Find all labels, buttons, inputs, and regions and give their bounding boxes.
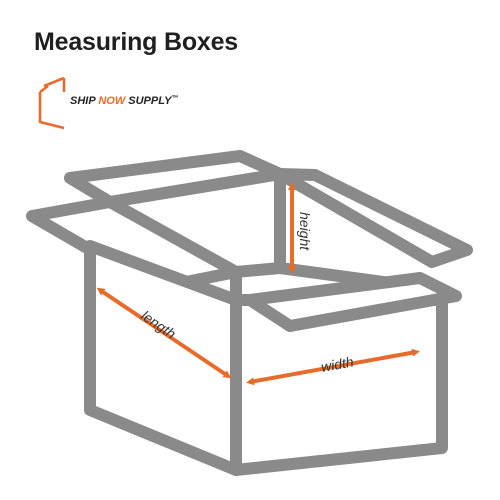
page-title: Measuring Boxes xyxy=(34,28,239,56)
inner-back-edge xyxy=(109,168,286,268)
face-front-right xyxy=(230,294,448,476)
width-label: width xyxy=(320,353,355,374)
logo-word-now: NOW xyxy=(98,95,126,107)
box-outline xyxy=(26,150,473,476)
inner-floor-edge xyxy=(230,262,281,300)
height-label: height xyxy=(297,212,313,251)
box-logo-icon xyxy=(38,76,66,130)
logo-wordmark: SHIP NOW SUPPLY™ xyxy=(70,95,178,107)
width-arrow xyxy=(246,348,420,386)
logo-trademark: ™ xyxy=(171,95,179,102)
flap-front-right xyxy=(244,272,462,332)
length-arrow xyxy=(96,287,232,379)
logo-word-ship: SHIP xyxy=(70,95,99,107)
logo-word-supply: SUPPLY xyxy=(125,95,172,107)
flap-back-right xyxy=(274,168,473,268)
ship-now-supply-logo: SHIP NOW SUPPLY™ xyxy=(34,72,204,136)
